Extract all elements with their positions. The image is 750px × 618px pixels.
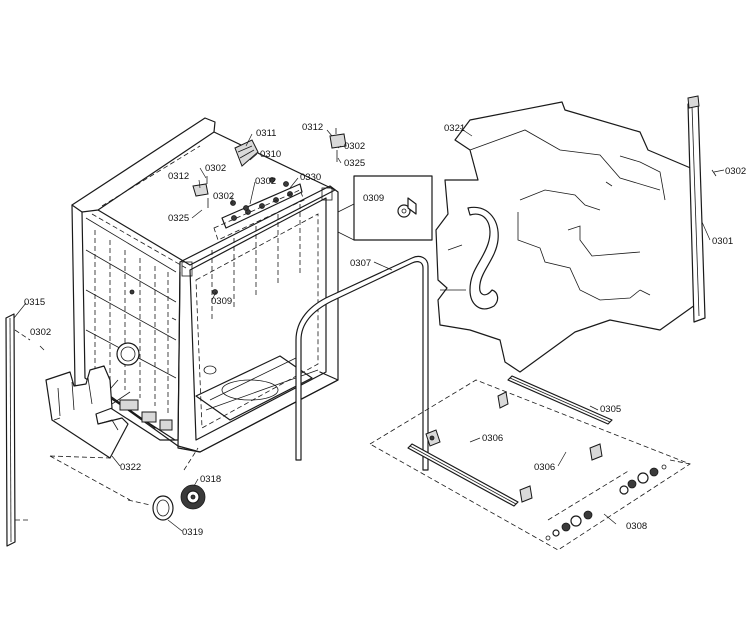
label-0302-f: 0302 — [30, 327, 51, 338]
label-0312-a: 0312 — [168, 171, 189, 182]
tub-assembly — [71, 117, 339, 453]
insulation-blanket-0321 — [435, 101, 703, 373]
label-0305: 0305 — [600, 404, 621, 415]
label-0308: 0308 — [626, 521, 647, 532]
side-trim-0315 — [5, 313, 45, 547]
label-0302-a: 0302 — [205, 163, 226, 174]
label-0306-a: 0306 — [482, 433, 503, 444]
side-trim-0301 — [687, 95, 717, 323]
label-0301: 0301 — [712, 236, 733, 247]
label-0312-b: 0312 — [302, 122, 323, 133]
part-labels: 0311 0302 0312 0325 0312 0302 0325 0310 … — [24, 122, 746, 538]
label-0322: 0322 — [120, 462, 141, 473]
label-0330: 0330 — [300, 172, 321, 183]
label-0321: 0321 — [444, 123, 465, 134]
leader-lines — [13, 127, 725, 532]
label-0319: 0319 — [182, 527, 203, 538]
cover-0322 — [45, 365, 131, 501]
label-0315: 0315 — [24, 297, 45, 308]
label-0325-a: 0325 — [168, 213, 189, 224]
label-0309-a: 0309 — [363, 193, 384, 204]
label-0309-b: 0309 — [211, 296, 232, 307]
bracket-0311 — [234, 139, 259, 167]
label-0307: 0307 — [350, 258, 371, 269]
inset-box-0309 — [337, 175, 433, 241]
wheel-parts — [127, 447, 206, 521]
rail-kit — [369, 375, 691, 551]
label-0311: 0311 — [256, 128, 276, 139]
label-0302-e: 0302 — [725, 166, 746, 177]
label-0306-b: 0306 — [534, 462, 555, 473]
label-0325-b: 0325 — [344, 158, 365, 169]
label-0318: 0318 — [200, 474, 221, 485]
label-0302-c: 0302 — [213, 191, 234, 202]
label-0302-b: 0302 — [344, 141, 365, 152]
label-0310: 0310 — [260, 149, 281, 160]
label-0302-d: 0302 — [255, 176, 276, 187]
door-gasket-0307 — [295, 255, 429, 471]
top-bracket-group — [192, 128, 347, 241]
